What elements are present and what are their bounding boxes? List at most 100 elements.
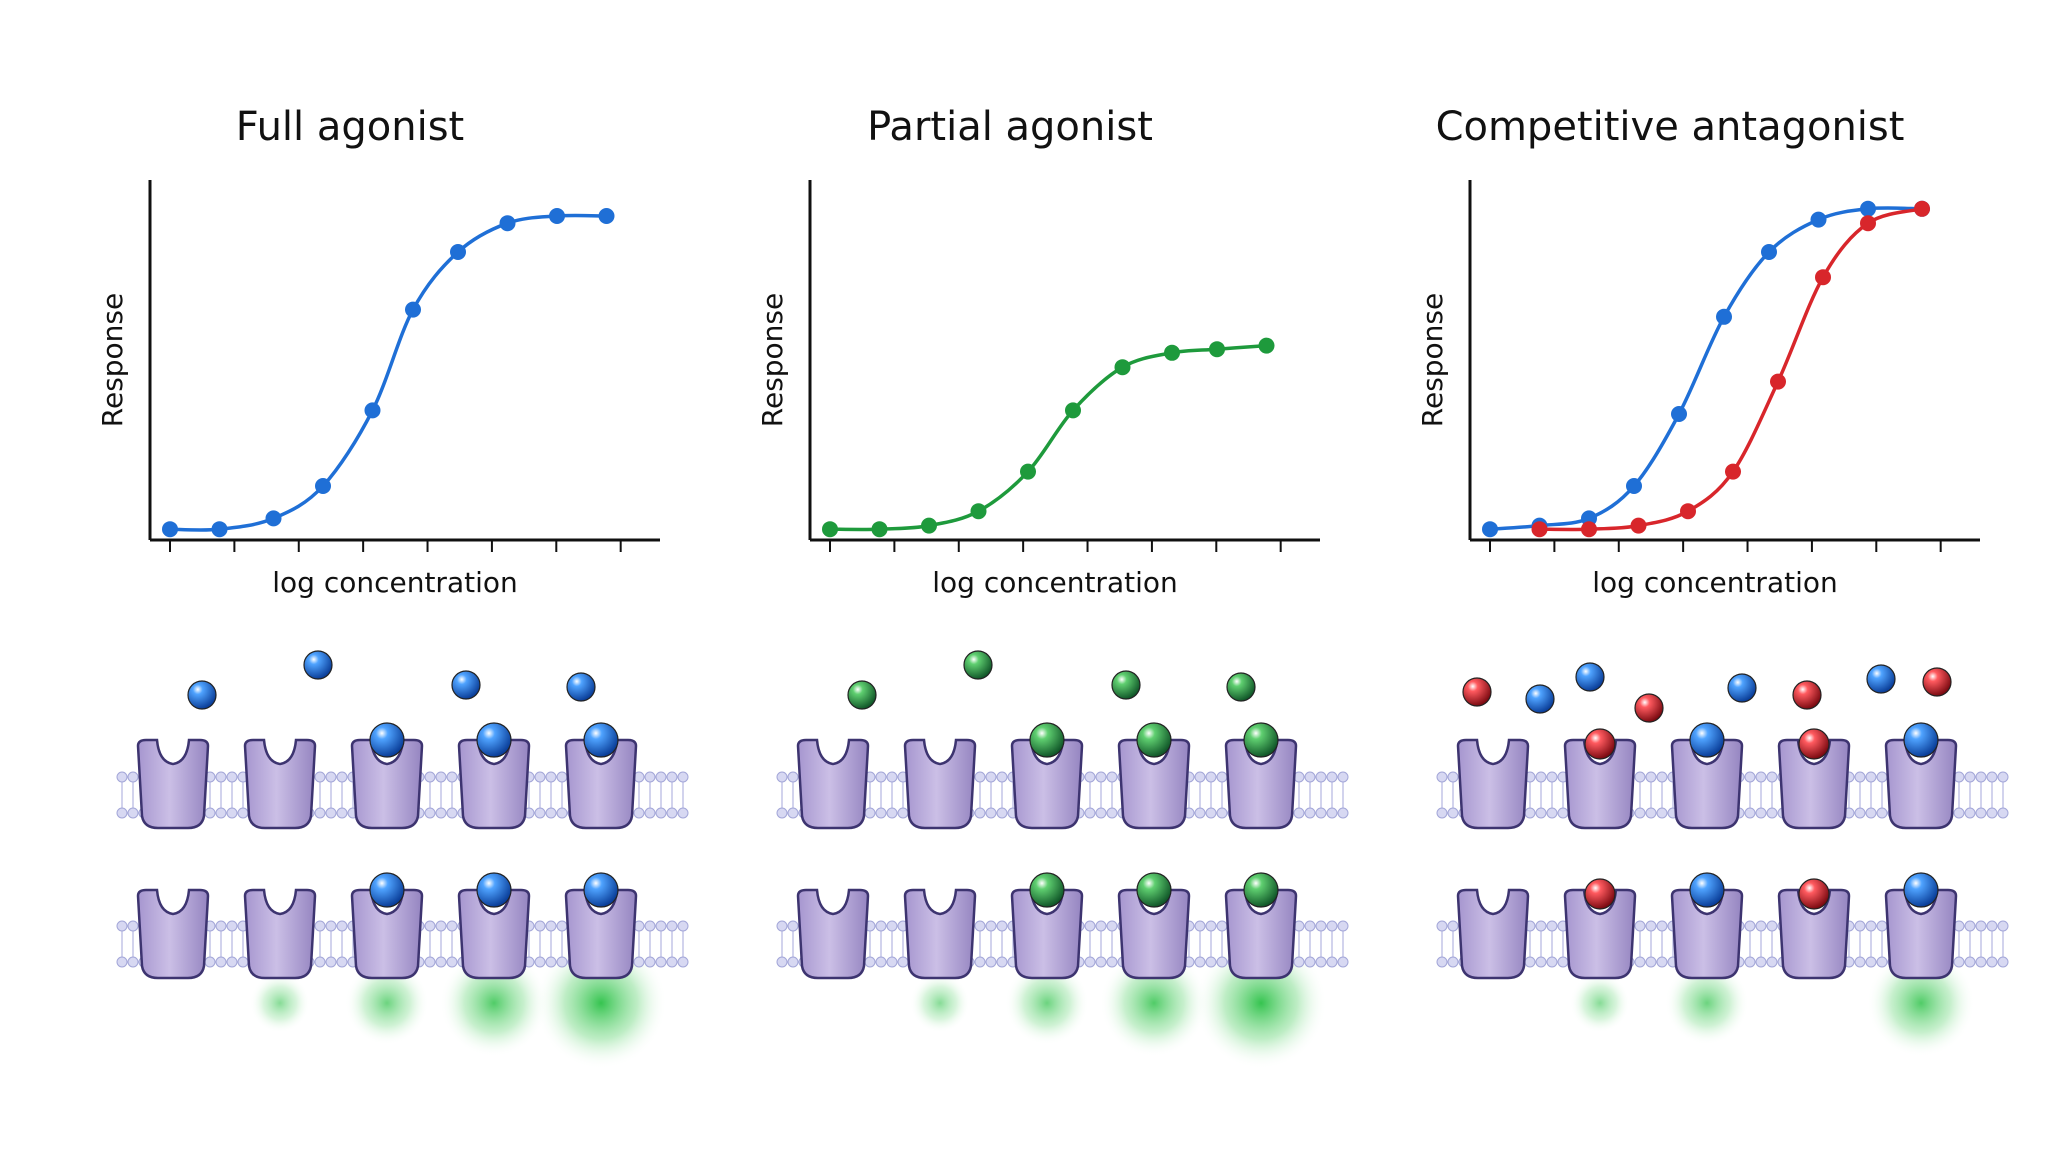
receptor	[1117, 888, 1191, 980]
data-point	[1716, 308, 1732, 325]
data-point	[1482, 521, 1498, 538]
receptor	[243, 738, 317, 830]
receptor-illustration	[1436, 662, 2009, 1057]
receptor	[1563, 738, 1637, 830]
data-point	[1531, 521, 1548, 538]
receptor	[1117, 738, 1191, 830]
blue-ligand	[1689, 872, 1725, 908]
signal-glow	[1195, 937, 1327, 1069]
red-ligand	[1798, 878, 1830, 910]
blue-ligand	[476, 872, 512, 908]
green-ligand	[1226, 672, 1256, 702]
receptor	[564, 888, 638, 980]
receptor	[1563, 888, 1637, 980]
red-ligand	[1584, 878, 1616, 910]
receptor	[350, 888, 424, 980]
data-point	[1810, 211, 1827, 228]
green-ligand	[847, 680, 877, 710]
red-ligand	[1584, 728, 1616, 760]
data-point	[1914, 200, 1930, 217]
receptor	[903, 888, 977, 980]
receptor	[1456, 738, 1530, 830]
data-point	[1671, 406, 1687, 422]
data-point	[1020, 463, 1036, 480]
green-ligand	[1111, 670, 1141, 700]
receptor-illustration	[776, 650, 1349, 1069]
data-point	[1761, 244, 1777, 260]
series-line	[1539, 207, 1923, 532]
y-axis-label: Response	[96, 293, 129, 427]
x-axis-label: log concentration	[932, 566, 1178, 599]
receptor	[1224, 888, 1298, 980]
data-point	[970, 503, 987, 520]
green-ligand	[1136, 722, 1172, 758]
receptor-illustration	[116, 650, 689, 1069]
dose-response-chart: Response log concentration	[756, 180, 1320, 599]
red-ligand	[1462, 677, 1492, 707]
green-ligand	[963, 650, 993, 680]
receptor	[1670, 888, 1744, 980]
blue-ligand	[1689, 722, 1725, 758]
signal-glow	[345, 961, 429, 1045]
signal-glow	[1005, 961, 1089, 1045]
data-point	[265, 510, 282, 527]
signal-glow	[1665, 961, 1749, 1045]
data-point	[822, 521, 838, 538]
data-point	[499, 215, 516, 232]
receptor	[1884, 738, 1958, 830]
signal-glow	[1867, 949, 1975, 1057]
red-ligand	[1792, 680, 1822, 710]
receptor	[903, 738, 977, 830]
signal-glow	[250, 973, 310, 1033]
blue-ligand	[1575, 662, 1605, 692]
series-line	[1489, 206, 1923, 531]
receptor	[1456, 888, 1530, 980]
green-ligand	[1136, 872, 1172, 908]
data-point	[1630, 517, 1647, 534]
receptor	[1884, 888, 1958, 980]
blue-ligand	[369, 872, 405, 908]
receptor	[796, 738, 870, 830]
data-point	[598, 208, 615, 224]
signal-glow	[1570, 973, 1630, 1033]
data-point	[1770, 373, 1786, 390]
green-ligand	[1029, 722, 1065, 758]
data-point	[315, 478, 331, 494]
data-point	[871, 521, 888, 538]
data-point	[211, 521, 228, 538]
data-point	[405, 301, 421, 318]
data-point	[162, 521, 178, 538]
blue-ligand	[303, 650, 333, 680]
red-ligand	[1634, 693, 1664, 723]
blue-ligand	[583, 872, 619, 908]
data-point	[450, 244, 466, 260]
x-axis-label: log concentration	[1592, 566, 1838, 599]
data-point	[1209, 341, 1225, 358]
dose-response-chart: Response log concentration	[1416, 180, 1980, 599]
signal-glow	[440, 949, 548, 1057]
data-point	[1815, 269, 1831, 286]
data-point	[1626, 478, 1642, 494]
receptor	[796, 888, 870, 980]
y-axis-label: Response	[1416, 293, 1449, 427]
blue-ligand	[1866, 664, 1896, 694]
blue-ligand	[1903, 722, 1939, 758]
receptor	[1224, 738, 1298, 830]
y-axis-label: Response	[756, 293, 789, 427]
green-ligand	[1243, 722, 1279, 758]
signal-glow	[1100, 949, 1208, 1057]
blue-ligand	[583, 722, 619, 758]
blue-ligand	[187, 680, 217, 710]
series-line	[829, 343, 1267, 532]
data-point	[364, 402, 381, 419]
blue-ligand	[476, 722, 512, 758]
receptor	[1777, 888, 1851, 980]
receptor	[136, 888, 210, 980]
red-ligand	[1798, 728, 1830, 760]
panel-title: Full agonist	[235, 104, 465, 150]
receptor	[457, 738, 531, 830]
green-ligand	[1243, 872, 1279, 908]
